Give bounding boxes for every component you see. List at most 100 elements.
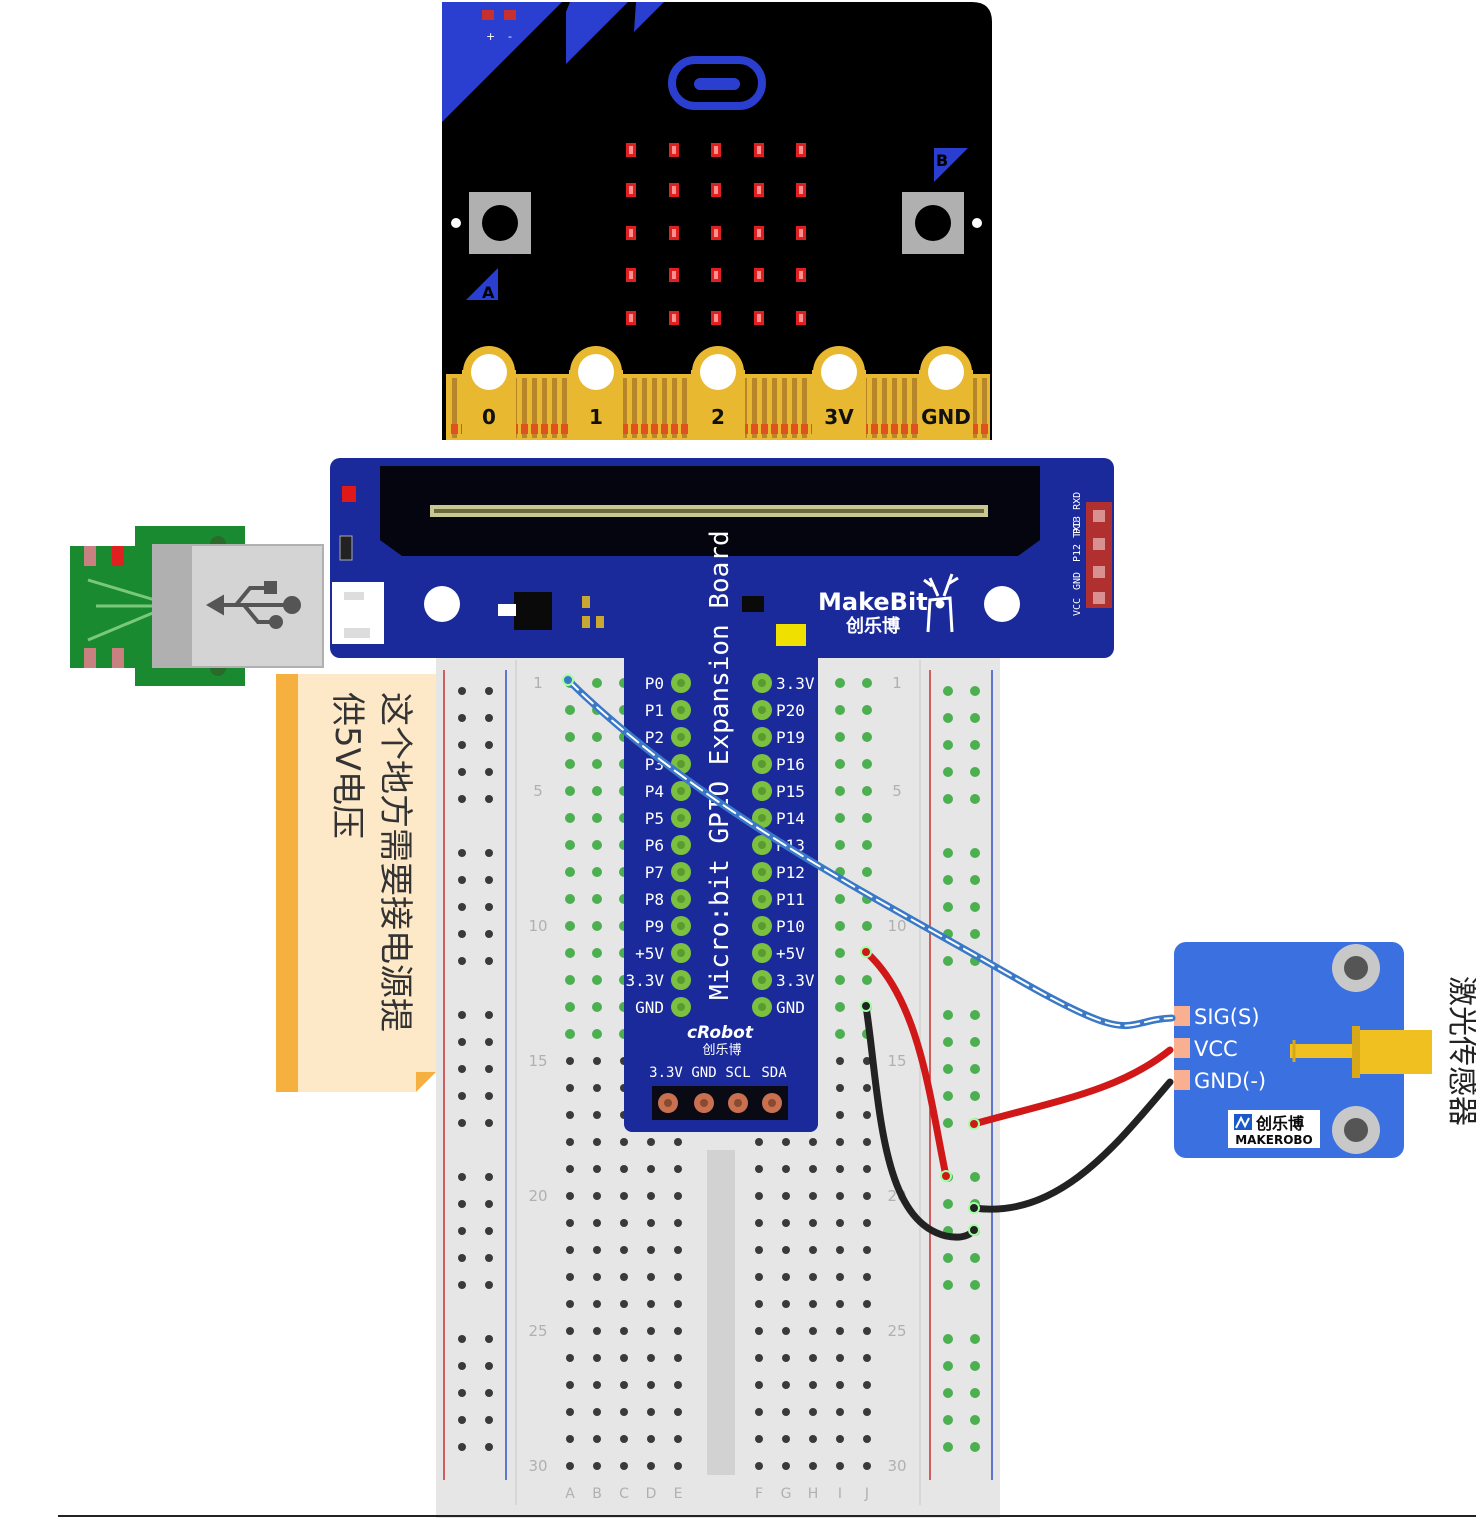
sensor-mount-hole-inner xyxy=(1344,1118,1368,1142)
left-pin-label: P1 xyxy=(645,701,664,720)
usb-power-connector xyxy=(70,526,324,686)
led-glint xyxy=(672,146,676,154)
breadboard-hole xyxy=(620,1408,628,1416)
rail-hole xyxy=(485,1254,493,1262)
breadboard-hole xyxy=(835,1002,845,1012)
rail-hole xyxy=(485,1038,493,1046)
edge-finger-pad xyxy=(621,424,628,434)
usb-resistor xyxy=(84,546,96,566)
rail-hole xyxy=(485,1173,493,1181)
edge-finger-pad xyxy=(671,424,678,434)
rail-hole xyxy=(970,902,980,912)
breadboard-hole xyxy=(836,1192,844,1200)
brand-makebit: MakeBit xyxy=(818,588,928,616)
breadboard-hole xyxy=(593,1354,601,1362)
ground-wire-rail xyxy=(862,1002,978,1241)
breadboard-hole xyxy=(862,840,872,850)
breadboard-hole xyxy=(647,1435,655,1443)
edge-finger xyxy=(452,378,457,438)
wire-end xyxy=(562,674,574,686)
breadboard-hole xyxy=(836,1057,844,1065)
rail-hole xyxy=(458,768,466,776)
breadboard-hole xyxy=(592,786,602,796)
rail-hole xyxy=(485,849,493,857)
rail-hole xyxy=(458,1092,466,1100)
voltage-regulator xyxy=(514,592,552,630)
rail-hole xyxy=(458,687,466,695)
right-pin-label: GND xyxy=(776,998,805,1017)
edge-finger xyxy=(752,378,757,438)
left-pin-label: +5V xyxy=(635,944,664,963)
right-pin-label: P11 xyxy=(776,890,805,909)
left-pin-label: P7 xyxy=(645,863,664,882)
yellow-component xyxy=(776,624,806,646)
rail-hole xyxy=(485,876,493,884)
right-pin-label: P16 xyxy=(776,755,805,774)
breadboard-hole xyxy=(566,1435,574,1443)
mounting-hole-left xyxy=(424,586,460,622)
breadboard-hole xyxy=(755,1219,763,1227)
breadboard-hole xyxy=(755,1327,763,1335)
pin-hole xyxy=(821,354,857,390)
breadboard-hole xyxy=(565,867,575,877)
row-number-right: 25 xyxy=(887,1322,906,1340)
rail-hole xyxy=(970,794,980,804)
edge-finger xyxy=(782,378,787,438)
microbit-logo-inner xyxy=(694,78,740,90)
breadboard-hole xyxy=(620,1165,628,1173)
edge-finger xyxy=(792,378,797,438)
breadboard-hole xyxy=(592,975,602,985)
bottom-header-label: SDA xyxy=(761,1065,787,1081)
breadboard-hole xyxy=(620,1192,628,1200)
voltage-regulator-pin xyxy=(498,604,516,616)
button-a-label: A xyxy=(482,283,495,302)
rail-hole xyxy=(458,1281,466,1289)
led-glint xyxy=(714,314,718,322)
stem-pin-hole-inner xyxy=(677,895,685,903)
usb-trace xyxy=(87,578,156,602)
edge-finger xyxy=(542,378,547,438)
column-letter: I xyxy=(838,1486,842,1502)
led-matrix xyxy=(626,143,806,325)
breadboard-hole xyxy=(863,1435,871,1443)
button-b-cap[interactable] xyxy=(915,205,951,241)
right-pin-label: +5V xyxy=(776,944,805,963)
led-glint xyxy=(714,146,718,154)
rail-hole xyxy=(458,1389,466,1397)
breadboard-hole xyxy=(863,1300,871,1308)
left-pin-label: P2 xyxy=(645,728,664,747)
rail-hole xyxy=(970,1091,980,1101)
breadboard-hole xyxy=(755,1192,763,1200)
side-header-pin xyxy=(1093,510,1105,522)
breadboard-hole xyxy=(835,678,845,688)
edge-finger-pad xyxy=(971,424,978,434)
rail-hole xyxy=(458,1173,466,1181)
breadboard-hole xyxy=(809,1192,817,1200)
breadboard-hole xyxy=(620,1300,628,1308)
breadboard-hole xyxy=(755,1246,763,1254)
breadboard-hole xyxy=(620,1246,628,1254)
breadboard-hole xyxy=(593,1111,601,1119)
breadboard-hole xyxy=(835,975,845,985)
stem-pin-hole-inner xyxy=(677,922,685,930)
rail-hole xyxy=(485,714,493,722)
breadboard-hole xyxy=(565,813,575,823)
column-letter: D xyxy=(646,1486,657,1502)
breadboard-hole xyxy=(836,1381,844,1389)
button-a-cap[interactable] xyxy=(482,205,518,241)
breadboard-hole xyxy=(674,1192,682,1200)
breadboard-hole xyxy=(782,1138,790,1146)
breadboard-hole xyxy=(836,1300,844,1308)
side-header-label: VCC xyxy=(1072,598,1083,616)
bottom-header-label: 3.3V xyxy=(649,1065,683,1081)
pin-hole xyxy=(928,354,964,390)
edge-finger xyxy=(762,378,767,438)
edge-finger-pad xyxy=(561,424,568,434)
breadboard-hole xyxy=(592,867,602,877)
breadboard-hole xyxy=(836,1462,844,1470)
stem-pin-hole-inner xyxy=(677,1003,685,1011)
edge-finger xyxy=(662,378,667,438)
rail-hole xyxy=(458,849,466,857)
